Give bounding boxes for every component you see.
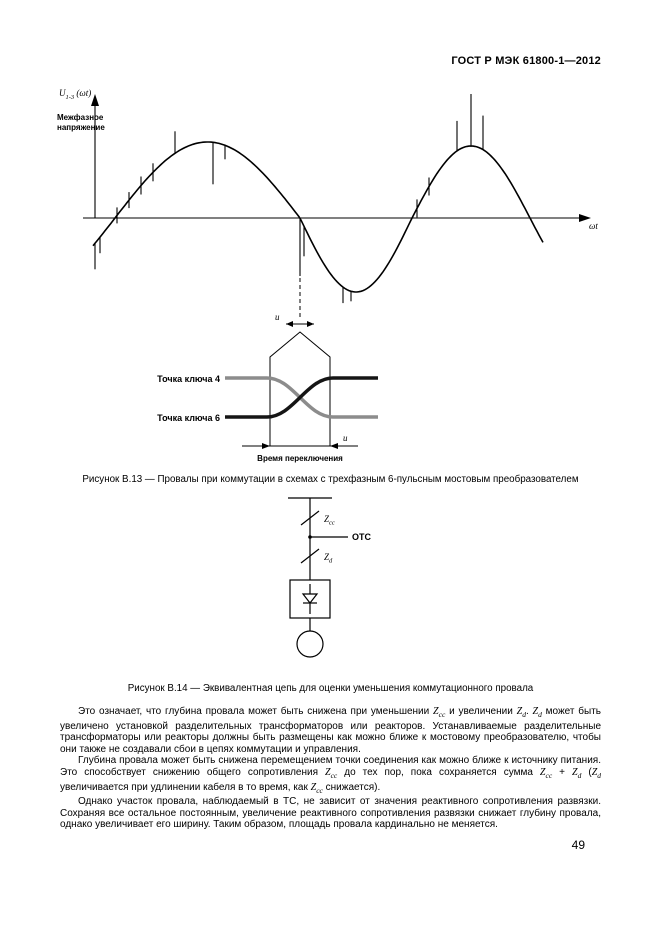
figure-b14-circuit: Zcc ОТС Zd [288, 497, 371, 658]
y-axis-label: U1-3 (ωt) [59, 88, 91, 101]
document-header: ГОСТ Р МЭК 61800-1—2012 [451, 55, 601, 67]
figure-b14-caption: Рисунок В.14 — Эквивалентная цепь для оц… [127, 683, 534, 694]
sine-wave [92, 141, 544, 293]
y-axis-arrow-icon [91, 94, 99, 106]
page-number: 49 [571, 838, 585, 852]
callout-outline [269, 331, 331, 446]
thyristor-icon [301, 584, 319, 614]
switch-time-dimension [242, 443, 358, 449]
switch4-label: Точка ключа 4 [157, 374, 220, 384]
body-text: Это означает, что глубина провала может … [60, 706, 601, 831]
switch-time-width-label: u [343, 433, 348, 443]
x-axis-label: ωt [589, 221, 598, 231]
paragraph-1: Это означает, что глубина провала может … [60, 706, 601, 755]
figure-b13-caption: Рисунок В.13 — Провалы при коммутации в … [82, 474, 579, 485]
paragraph-3: Однако участок провала, наблюдаемый в ТС… [60, 796, 601, 831]
y-axis-note-line2: напряжение [57, 123, 105, 132]
commutation-notches [94, 94, 484, 304]
impedance-zd-symbol [300, 548, 320, 564]
switch6-curve [225, 376, 378, 419]
figure-b13-diagram: U1-3 (ωt) Межфазное напряжение ωt u Точк… [57, 88, 598, 463]
notch-width-dimension [286, 321, 314, 327]
impedance-zcc-label: Zcc [324, 514, 335, 527]
motor-circle [296, 630, 324, 658]
notch-width-label: u [275, 312, 280, 322]
switch6-label: Точка ключа 6 [157, 413, 220, 423]
pcc-label: ОТС [352, 532, 371, 542]
impedance-zd-label: Zd [324, 552, 333, 565]
y-axis-note-line1: Межфазное [57, 113, 104, 122]
impedance-zcc-symbol [300, 510, 320, 526]
switch-time-label: Время переключения [257, 454, 343, 463]
paragraph-2: Глубина провала может быть снижена перем… [60, 755, 601, 795]
x-axis-arrow-icon [579, 214, 591, 222]
